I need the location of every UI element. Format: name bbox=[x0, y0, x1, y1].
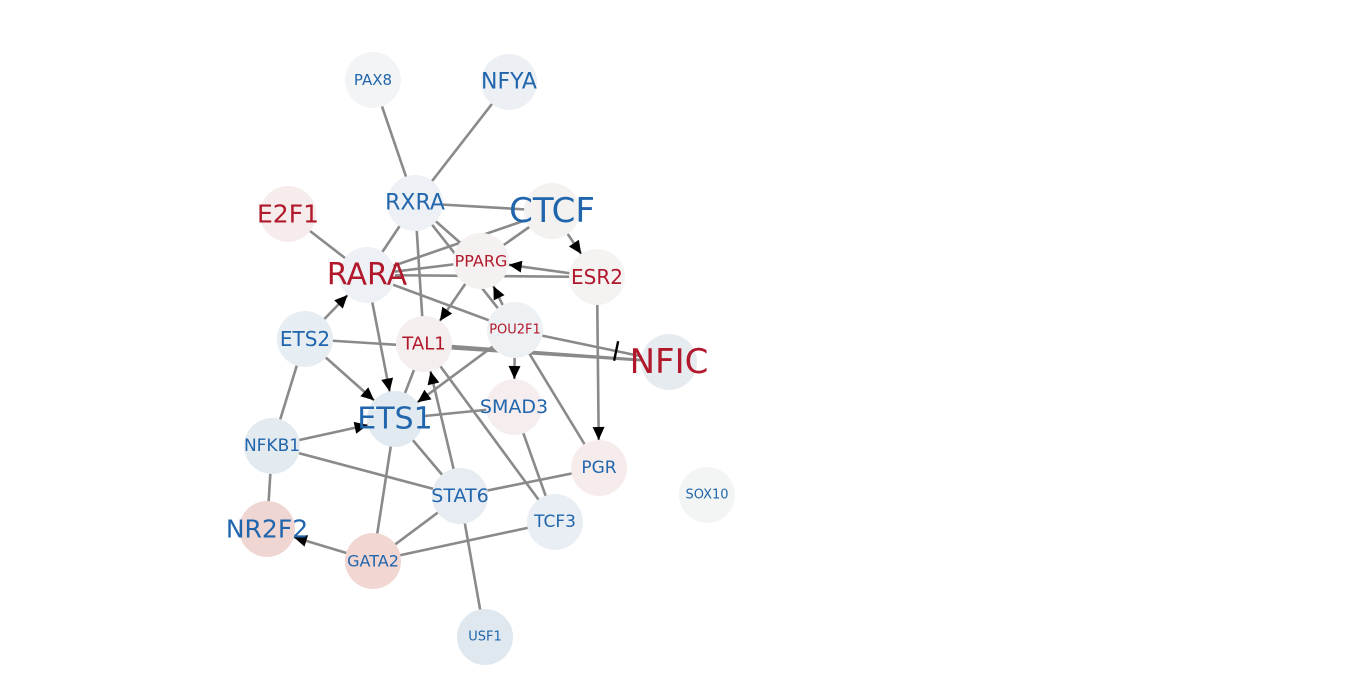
node-pgr[interactable] bbox=[571, 440, 627, 496]
node-label-esr2: ESR2 bbox=[571, 265, 623, 289]
node-rara[interactable] bbox=[339, 247, 395, 303]
node-nfkb1[interactable] bbox=[244, 418, 300, 474]
node-ets2[interactable] bbox=[277, 311, 333, 367]
node-label-nfkb1: NFKB1 bbox=[244, 436, 300, 456]
node-label-ets1: ETS1 bbox=[357, 402, 432, 437]
arrowhead-pou2f1-pparg bbox=[493, 286, 505, 301]
node-label-pax8: PAX8 bbox=[354, 71, 392, 89]
node-rxra[interactable] bbox=[387, 175, 443, 231]
node-pparg[interactable] bbox=[453, 233, 509, 289]
node-gata2[interactable] bbox=[345, 533, 401, 589]
node-label-tcf3: TCF3 bbox=[533, 512, 576, 532]
node-pax8[interactable] bbox=[345, 52, 401, 108]
node-smad3[interactable] bbox=[486, 379, 542, 435]
node-label-usf1: USF1 bbox=[468, 630, 502, 645]
arrowhead-pou2f1-smad3 bbox=[508, 365, 521, 379]
arrowhead-ets2-ets1 bbox=[360, 387, 375, 401]
node-label-smad3: SMAD3 bbox=[480, 396, 548, 418]
arrowhead-gata2-nr2f2 bbox=[293, 535, 308, 547]
arrowhead-rara-ets1 bbox=[381, 377, 394, 392]
arrowhead-pou2f1-ets1 bbox=[417, 389, 432, 403]
arrowhead-esr2-pparg bbox=[508, 260, 523, 273]
node-stat6[interactable] bbox=[432, 468, 488, 524]
node-esr2[interactable] bbox=[569, 249, 625, 305]
node-label-pgr: PGR bbox=[581, 458, 616, 478]
node-e2f1[interactable] bbox=[260, 186, 316, 242]
arrowhead-ets2-rara bbox=[334, 295, 348, 309]
edge-nfkb1-stat6 bbox=[271, 444, 461, 498]
arrowhead-pparg-tal1 bbox=[439, 306, 453, 321]
arrowhead-nfkb1-ets1 bbox=[353, 421, 368, 434]
node-label-ctcf: CTCF bbox=[509, 191, 595, 231]
node-label-tal1: TAL1 bbox=[401, 334, 445, 355]
node-tcf3[interactable] bbox=[527, 494, 583, 550]
node-label-ets2: ETS2 bbox=[280, 327, 330, 351]
node-sox10[interactable] bbox=[679, 467, 735, 523]
edge-tal1-tcf3 bbox=[422, 343, 557, 523]
node-label-pparg: PPARG bbox=[455, 252, 508, 271]
node-label-e2f1: E2F1 bbox=[257, 200, 319, 229]
node-label-nfya: NFYA bbox=[481, 70, 537, 95]
edge-ctcf-rara bbox=[366, 209, 553, 277]
node-usf1[interactable] bbox=[457, 609, 513, 665]
edge-gata2-tcf3 bbox=[372, 520, 556, 563]
arrowhead-esr2-pgr bbox=[592, 426, 605, 440]
node-ctcf[interactable] bbox=[524, 183, 580, 239]
node-label-nr2f2: NR2F2 bbox=[226, 515, 308, 544]
node-label-gata2: GATA2 bbox=[347, 552, 399, 571]
nodes-layer bbox=[239, 52, 735, 665]
node-label-rxra: RXRA bbox=[385, 191, 445, 216]
node-nfya[interactable] bbox=[481, 54, 537, 110]
inhibition-bar-pou2f1-nfic bbox=[612, 340, 620, 362]
edges-layer bbox=[265, 79, 670, 638]
arrowhead-stat6-tal1 bbox=[427, 371, 440, 386]
node-label-rara: RARA bbox=[327, 258, 408, 293]
node-nfic[interactable] bbox=[641, 334, 697, 390]
node-tal1[interactable] bbox=[396, 316, 452, 372]
node-label-nfic: NFIC bbox=[630, 342, 709, 382]
arrowhead-ctcf-esr2 bbox=[568, 239, 582, 254]
node-label-sox10: SOX10 bbox=[685, 488, 728, 503]
node-label-pou2f1: POU2F1 bbox=[489, 323, 541, 338]
node-pou2f1[interactable] bbox=[487, 302, 543, 358]
node-nr2f2[interactable] bbox=[239, 501, 295, 557]
node-ets1[interactable] bbox=[367, 391, 423, 447]
node-label-stat6: STAT6 bbox=[431, 485, 488, 507]
edge-tal1-nfic bbox=[423, 342, 670, 364]
